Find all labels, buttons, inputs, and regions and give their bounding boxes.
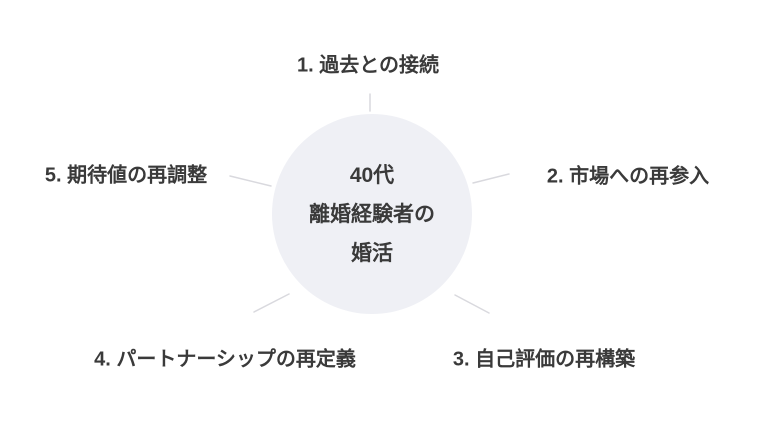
node-label-expectation-readjustment: 5. 期待値の再調整 — [44, 164, 208, 187]
center-topic-line-1: 40代 — [349, 163, 395, 187]
connector-bottom-left — [253, 293, 290, 313]
center-topic-line-3: 婚活 — [351, 241, 393, 265]
center-topic-circle: 40代 離婚経験者の 婚活 — [272, 114, 472, 314]
node-label-partnership-redefinition: 4. パートナーシップの再定義 — [94, 348, 356, 371]
node-label-past-connection: 1. 過去との接続 — [296, 54, 440, 77]
connector-right — [472, 173, 510, 184]
node-label-market-reentry: 2. 市場への再参入 — [546, 165, 710, 188]
node-label-self-evaluation-rebuild: 3. 自己評価の再構築 — [452, 348, 636, 371]
center-topic-line-2: 離婚経験者の — [309, 202, 435, 226]
connector-left — [229, 175, 272, 187]
connector-bottom-right — [454, 294, 490, 314]
